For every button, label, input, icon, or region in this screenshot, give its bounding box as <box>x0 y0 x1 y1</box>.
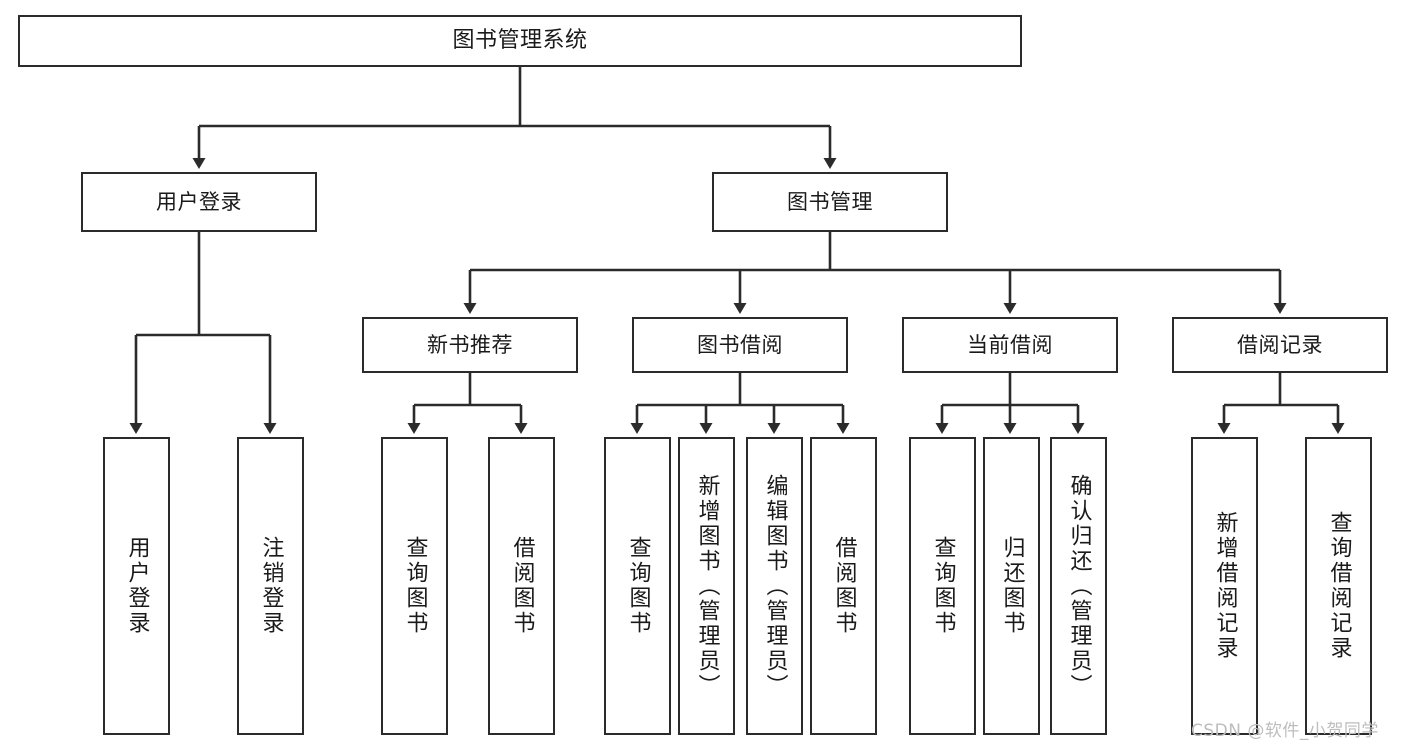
node-leaf-query-book-2[interactable]: 查询图书 <box>604 437 671 735</box>
node-leaf-query-book-1[interactable]: 查询图书 <box>381 437 448 735</box>
node-leaf-confirm-return-admin[interactable]: 确认归还（管理员） <box>1050 437 1107 735</box>
node-leaf-edit-book-admin-label: 编辑图书（管理员） <box>762 473 788 699</box>
csdn-watermark: CSDN @软件_小贺同学 <box>1191 721 1379 741</box>
node-leaf-borrow-book-2[interactable]: 借阅图书 <box>810 437 877 735</box>
node-root-label: 图书管理系统 <box>452 28 588 54</box>
node-leaf-return-book[interactable]: 归还图书 <box>983 437 1040 735</box>
node-new-book-recommend-label: 新书推荐 <box>427 332 513 357</box>
node-leaf-user-login-label: 用户登录 <box>124 536 150 636</box>
node-leaf-add-borrow-record[interactable]: 新增借阅记录 <box>1191 437 1258 735</box>
node-leaf-query-borrow-record-label: 查询借阅记录 <box>1326 511 1352 661</box>
node-leaf-logout-login-label: 注销登录 <box>258 536 284 636</box>
node-leaf-return-book-label: 归还图书 <box>999 536 1025 636</box>
node-leaf-borrow-book-1-label: 借阅图书 <box>509 536 535 636</box>
node-book-borrow[interactable]: 图书借阅 <box>632 317 848 373</box>
node-user-login[interactable]: 用户登录 <box>81 172 317 232</box>
node-leaf-query-borrow-record[interactable]: 查询借阅记录 <box>1305 437 1372 735</box>
node-leaf-query-book-1-label: 查询图书 <box>402 536 428 636</box>
node-user-login-label: 用户登录 <box>156 189 242 214</box>
node-leaf-logout-login[interactable]: 注销登录 <box>237 437 304 735</box>
node-leaf-add-borrow-record-label: 新增借阅记录 <box>1212 511 1238 661</box>
node-leaf-query-book-3[interactable]: 查询图书 <box>909 437 976 735</box>
node-book-borrow-label: 图书借阅 <box>697 332 783 357</box>
node-current-borrow[interactable]: 当前借阅 <box>902 317 1118 373</box>
node-leaf-query-book-2-label: 查询图书 <box>625 536 651 636</box>
node-leaf-borrow-book-2-label: 借阅图书 <box>831 536 857 636</box>
node-book-manage-label: 图书管理 <box>787 189 873 214</box>
node-leaf-user-login[interactable]: 用户登录 <box>103 437 170 735</box>
node-leaf-add-book-admin[interactable]: 新增图书（管理员） <box>678 437 735 735</box>
node-leaf-borrow-book-1[interactable]: 借阅图书 <box>488 437 555 735</box>
node-borrow-record-label: 借阅记录 <box>1237 332 1323 357</box>
node-current-borrow-label: 当前借阅 <box>967 332 1053 357</box>
node-leaf-confirm-return-admin-label: 确认归还（管理员） <box>1066 473 1092 699</box>
node-new-book-recommend[interactable]: 新书推荐 <box>362 317 578 373</box>
node-leaf-add-book-admin-label: 新增图书（管理员） <box>694 473 720 699</box>
node-leaf-edit-book-admin[interactable]: 编辑图书（管理员） <box>746 437 803 735</box>
node-root[interactable]: 图书管理系统 <box>18 15 1022 67</box>
node-book-manage[interactable]: 图书管理 <box>712 172 948 232</box>
node-borrow-record[interactable]: 借阅记录 <box>1172 317 1388 373</box>
node-leaf-query-book-3-label: 查询图书 <box>930 536 956 636</box>
